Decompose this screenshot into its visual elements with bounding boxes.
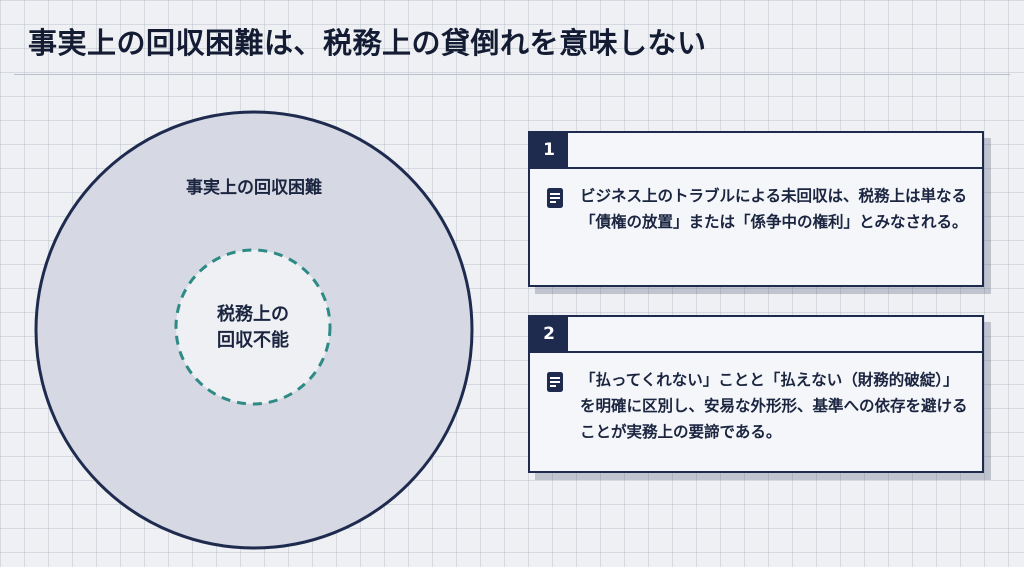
inner-circle-label-line2: 回収不能 <box>217 329 289 351</box>
page-title: 事実上の回収困難は、税務上の貸倒れを意味しない <box>28 26 707 60</box>
card-2-text-line1: 「払ってくれない」ことと「払えない（財務的破綻）」 <box>580 371 959 389</box>
card-1-body: ビジネス上のトラブルによる未回収は、税務上は単なる「債権の放置」または「係争中の… <box>530 169 982 249</box>
note-icon <box>547 372 563 392</box>
note-icon <box>547 188 563 208</box>
card-2-body: 「払ってくれない」ことと「払えない（財務的破綻）」 を明確に区別し、安易な外形形… <box>530 353 982 459</box>
card-1-header: 1 <box>530 133 982 169</box>
card-2-header: 2 <box>530 317 982 353</box>
card-2-number: 2 <box>530 317 568 351</box>
point-card-2: 2 「払ってくれない」ことと「払えない（財務的破綻）」 を明確に区別し、安易な外… <box>528 315 984 473</box>
inner-circle <box>174 248 332 406</box>
card-2-text-line2: を明確に区別し、安易な外形形、基準への依存を避けることが実務上の要諦である。 <box>580 397 968 441</box>
card-1-text: ビジネス上のトラブルによる未回収は、税務上は単なる「債権の放置」または「係争中の… <box>580 187 968 231</box>
inner-circle-label-line1: 税務上の <box>217 303 289 325</box>
point-card-1: 1 ビジネス上のトラブルによる未回収は、税務上は単なる「債権の放置」または「係争… <box>528 131 984 287</box>
title-divider <box>14 74 1010 75</box>
outer-circle-label: 事実上の回収困難 <box>186 177 322 198</box>
card-1-number: 1 <box>530 133 568 167</box>
